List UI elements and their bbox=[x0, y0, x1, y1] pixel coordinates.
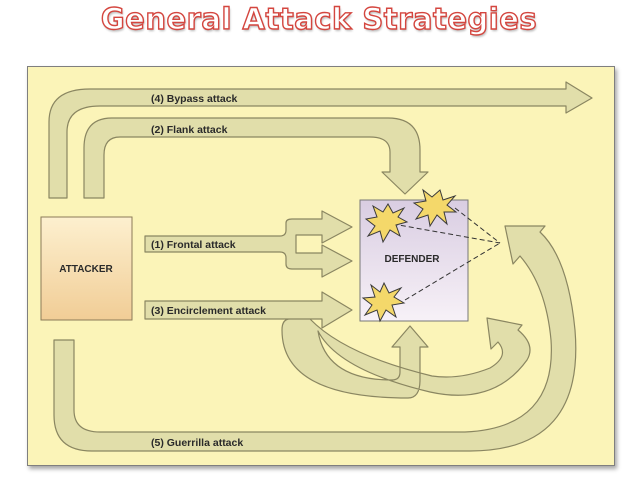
flank-attack-arrow bbox=[83, 117, 429, 199]
encirclement-attack-arrow bbox=[144, 291, 531, 399]
dash-line-1 bbox=[454, 207, 501, 244]
frontal-attack-label: (1) Frontal attack bbox=[151, 239, 236, 251]
bypass-attack-label: (4) Bypass attack bbox=[151, 93, 238, 105]
attacker-box bbox=[40, 216, 133, 321]
dash-line-3 bbox=[404, 242, 501, 301]
defender-label: DEFENDER bbox=[384, 254, 440, 265]
dash-line-2 bbox=[392, 223, 501, 244]
attacker-label: ATTACKER bbox=[59, 264, 113, 275]
flank-attack-label: (2) Flank attack bbox=[151, 124, 228, 136]
frontal-attack-arrow bbox=[144, 210, 353, 278]
burst-icon bbox=[364, 203, 409, 244]
encirclement-attack-label: (3) Encirclement attack bbox=[151, 305, 266, 317]
burst-icon bbox=[412, 188, 458, 228]
guerrilla-attack-arrow bbox=[53, 225, 577, 452]
page-title: General Attack Strategies bbox=[100, 1, 538, 36]
burst-icon bbox=[361, 281, 406, 323]
guerrilla-attack-label: (5) Guerrilla attack bbox=[151, 437, 243, 449]
bypass-attack-arrow bbox=[48, 81, 593, 199]
